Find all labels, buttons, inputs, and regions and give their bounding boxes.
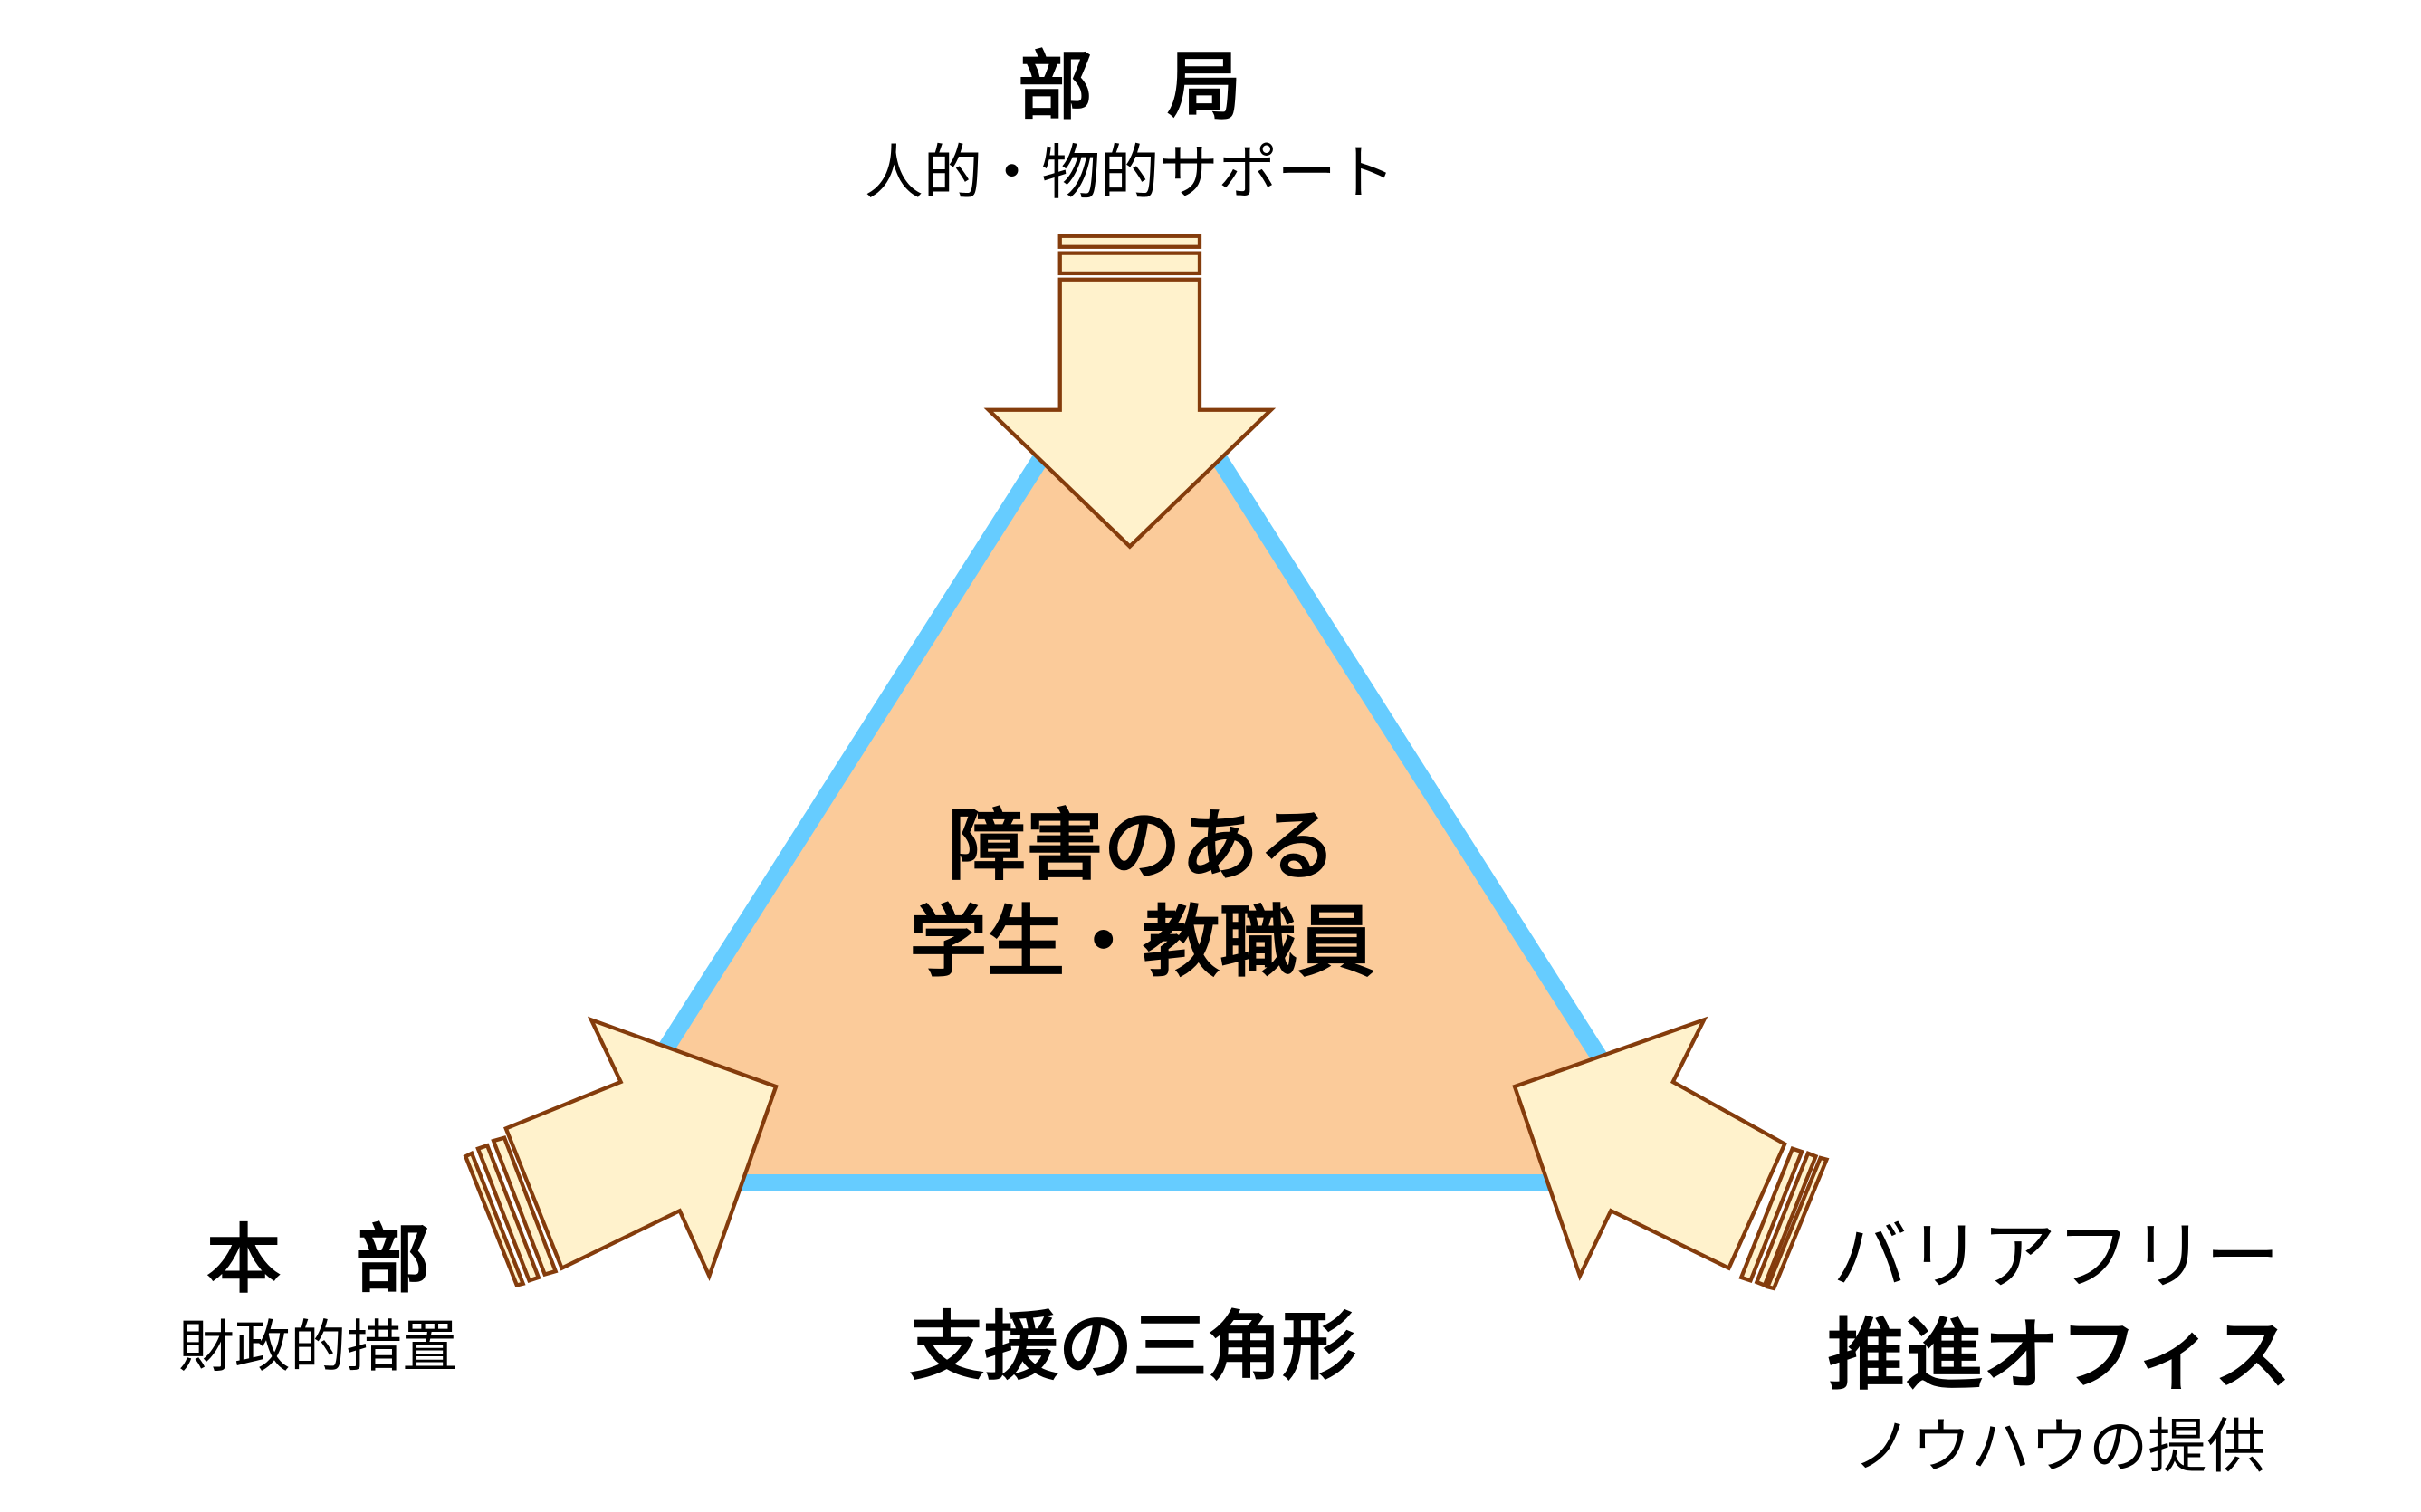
right-subtitle: ノウハウの提供: [1853, 1413, 2266, 1481]
right-title-line1: バリアフリー: [1832, 1214, 2280, 1300]
top-subtitle: 人的・物的サポート: [865, 139, 1395, 207]
center-line2: 学生・教職員: [910, 897, 1375, 988]
bottom-caption: 支援の三角形: [909, 1304, 1356, 1390]
right-title-line2: 推進オフィス: [1827, 1310, 2291, 1401]
arrow-top: [983, 234, 1277, 550]
left-subtitle: 財政的措置: [178, 1315, 457, 1380]
arrow-left: [463, 1016, 779, 1288]
arrow-right: [1512, 1016, 1830, 1291]
triangle: [564, 302, 1695, 1191]
top-title: 部 局: [1018, 44, 1241, 130]
center-line1: 障害のある: [948, 801, 1335, 892]
left-title: 本 部: [206, 1218, 430, 1304]
